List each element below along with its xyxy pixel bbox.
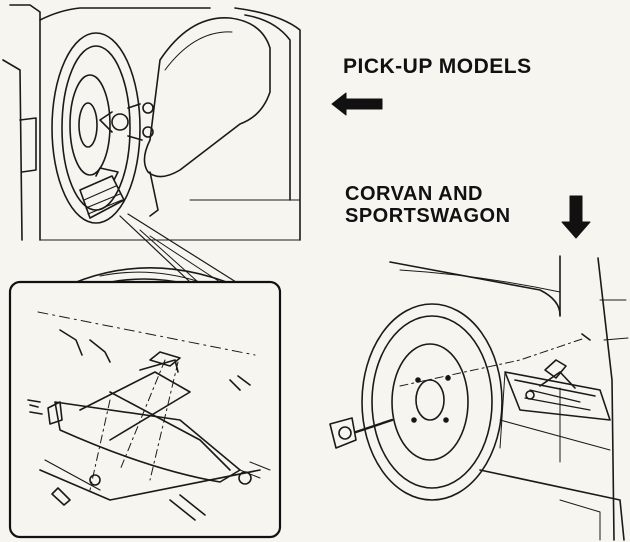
corvan-wheel-rim — [391, 343, 469, 461]
jack-detail-inset — [8, 280, 282, 539]
pickup-tire-inner — [61, 45, 131, 211]
jack-detail-illustration — [27, 311, 271, 521]
corvan-jack — [504, 359, 611, 421]
corvan-label-line2: SPORTSWAGON — [345, 204, 511, 227]
corvan-label-line1: CORVAN AND — [345, 183, 483, 205]
pickup-wheel-rim — [69, 74, 111, 176]
pickup-spare-tire-illustration — [2, 4, 301, 301]
corvan-arrow-icon — [561, 195, 591, 239]
corvan-tire-outer — [361, 303, 503, 501]
pickup-models-label: PICK-UP MODELS — [343, 55, 532, 78]
pickup-tire-outer — [51, 32, 141, 224]
pickup-arrow-icon — [331, 92, 383, 116]
pickup-jack-bundle — [79, 167, 125, 219]
corvan-spare-tire-illustration — [329, 255, 629, 541]
corvan-sportswagon-label: CORVAN AND SPORTSWAGON — [345, 183, 511, 227]
